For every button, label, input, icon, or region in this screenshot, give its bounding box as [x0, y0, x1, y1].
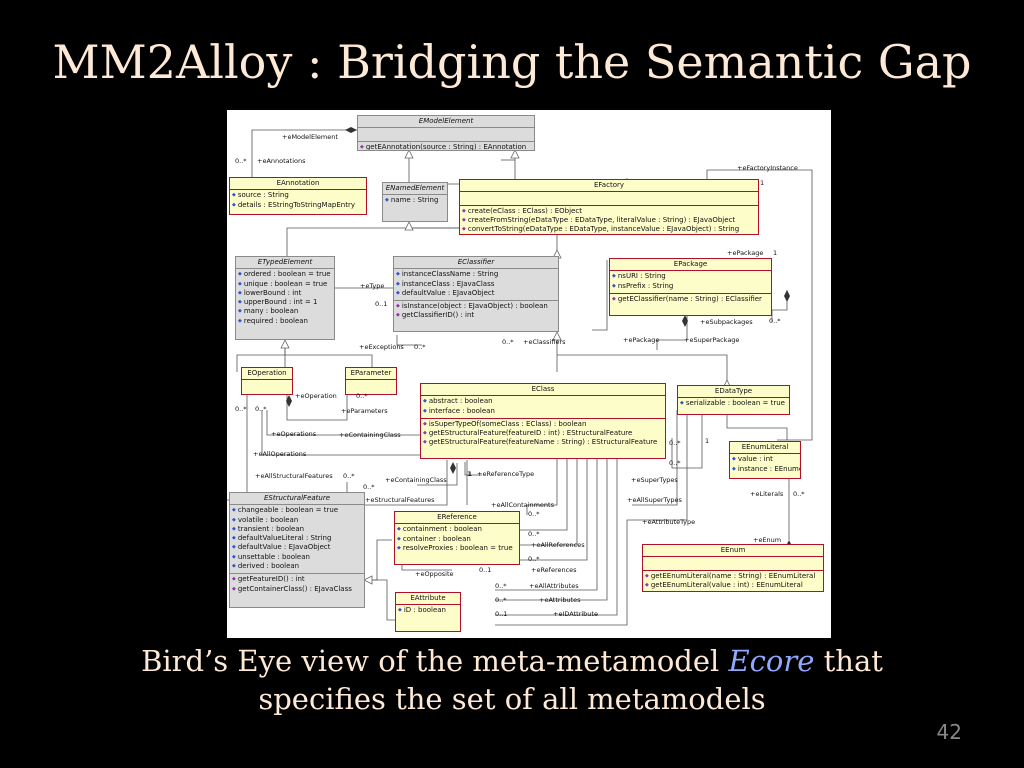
assoc-label: +eIDAttribute: [553, 610, 598, 618]
class-edatatype: EDataType serializable : boolean = true: [677, 385, 790, 415]
assoc-label: +eLiterals: [750, 490, 784, 498]
assoc-label: 0..*: [495, 596, 507, 604]
caption-line2: specifies the set of all metamodels: [258, 682, 766, 716]
assoc-label: 0..*: [235, 157, 247, 165]
assoc-label: 0..*: [356, 392, 368, 400]
assoc-label: +eSuperTypes: [631, 476, 678, 484]
assoc-label: 0..*: [495, 582, 507, 590]
assoc-label: 0..*: [528, 510, 540, 518]
assoc-label: +eAttributeType: [642, 518, 696, 526]
class-name: EAnnotation: [230, 178, 366, 191]
class-ereference: EReference containment : boolean contain…: [394, 511, 520, 565]
caption-text: that: [814, 644, 883, 678]
assoc-label: +eExceptions: [359, 343, 404, 351]
assoc-label: +eReferenceType: [477, 470, 535, 478]
class-efactory: EFactory create(eClass : EClass) : EObje…: [459, 179, 759, 235]
assoc-label: +eOperation: [295, 392, 337, 400]
assoc-label: +eContainingClass: [385, 476, 447, 484]
assoc-label: 0..*: [235, 405, 247, 413]
assoc-label: +eModelElement: [282, 133, 338, 141]
assoc-label: 0..*: [528, 555, 540, 563]
assoc-label: 0..*: [793, 490, 805, 498]
assoc-label: +eAllStructuralFeatures: [255, 472, 333, 480]
assoc-label: +ePackage: [727, 249, 764, 257]
assoc-label: 0..1: [479, 566, 492, 574]
class-name: EParameter: [346, 368, 396, 381]
class-name: EFactory: [460, 180, 758, 193]
assoc-label: +eAllSuperTypes: [627, 496, 682, 504]
class-eenum: EEnum getEEnumLiteral(name : String) : E…: [642, 544, 824, 592]
assoc-label: +eClassifiers: [523, 338, 566, 346]
assoc-label: 0..*: [769, 317, 781, 325]
assoc-label: 1: [773, 249, 778, 257]
assoc-label: +eFactoryInstance: [737, 164, 798, 172]
ecore-class-diagram: EModelElement getEAnnotation(source : St…: [227, 110, 831, 638]
caption-emphasis: Ecore: [728, 644, 815, 678]
class-eclassifier: EClassifier instanceClassName : String i…: [393, 256, 559, 332]
class-emodelelement: EModelElement getEAnnotation(source : St…: [357, 115, 535, 151]
class-estructuralfeature: EStructuralFeature changeable : boolean …: [229, 492, 365, 608]
class-enamedelement: ENamedElement name : String: [382, 182, 448, 222]
class-etypedelement: ETypedElement ordered : boolean = true u…: [235, 256, 335, 340]
class-name: EStructuralFeature: [230, 493, 364, 506]
assoc-label: 0..*: [414, 343, 426, 351]
assoc-label: 0..*: [669, 439, 681, 447]
class-name: EClass: [421, 384, 665, 397]
assoc-label: 1: [467, 470, 472, 478]
assoc-label: +eSuperPackage: [684, 336, 740, 344]
slide-caption: Bird’s Eye view of the meta-metamodel Ec…: [0, 642, 1024, 718]
assoc-label: +eAllContainments: [491, 501, 554, 509]
assoc-label: 0..1: [495, 610, 508, 618]
assoc-label: +eReferences: [531, 566, 577, 574]
assoc-label: 1: [468, 470, 473, 478]
class-epackage: EPackage nsURI : String nsPrefix : Strin…: [609, 258, 772, 316]
class-name: EReference: [395, 512, 519, 525]
assoc-label: 1: [705, 437, 710, 445]
assoc-label: +eOperations: [271, 430, 317, 438]
class-name: EPackage: [610, 259, 771, 272]
assoc-label: +eContainingClass: [339, 431, 401, 439]
class-name: EOperation: [242, 368, 292, 381]
class-eannotation: EAnnotation source : String details : ES…: [229, 177, 367, 215]
class-name: EDataType: [678, 386, 789, 399]
class-eclass: EClass abstract : boolean interface : bo…: [420, 383, 666, 459]
assoc-label: +eAllReferences: [531, 541, 585, 549]
assoc-label: +eType: [360, 282, 385, 290]
assoc-label: +eSubpackages: [700, 318, 753, 326]
assoc-label: +eEnum: [753, 536, 782, 544]
assoc-label: 0..*: [502, 338, 514, 346]
assoc-label: +eAttributes: [539, 596, 581, 604]
assoc-label: 0..1: [375, 300, 388, 308]
class-eoperation: EOperation: [241, 367, 293, 395]
class-name: EClassifier: [394, 257, 558, 270]
slide-title: MM2Alloy : Bridging the Semantic Gap: [52, 35, 972, 89]
class-eattribute: EAttribute iD : boolean: [395, 592, 461, 632]
class-eparameter: EParameter: [345, 367, 397, 395]
assoc-label: +eStructuralFeatures: [365, 496, 435, 504]
assoc-label: 0..*: [528, 530, 540, 538]
class-name: EModelElement: [358, 116, 534, 129]
assoc-label: +eAllAttributes: [529, 582, 579, 590]
assoc-label: +eOpposite: [415, 570, 454, 578]
assoc-label: 1: [760, 179, 765, 187]
class-name: ETypedElement: [236, 257, 334, 270]
assoc-label: +eParameters: [341, 407, 388, 415]
assoc-label: 0..*: [255, 405, 267, 413]
assoc-label: +eAnnotations: [257, 157, 306, 165]
assoc-label: 0..*: [669, 459, 681, 467]
assoc-label: +ePackage: [623, 336, 660, 344]
class-name: EAttribute: [396, 593, 460, 606]
assoc-label: 0..*: [343, 472, 355, 480]
class-name: ENamedElement: [383, 183, 447, 196]
class-eenumliteral: EEnumLiteral value : int instance : EEnu…: [729, 441, 801, 479]
class-name: EEnumLiteral: [730, 442, 800, 455]
page-number: 42: [936, 720, 962, 744]
caption-text: Bird’s Eye view of the meta-metamodel: [141, 644, 729, 678]
class-name: EEnum: [643, 545, 823, 558]
assoc-label: +eAllOperations: [253, 450, 307, 458]
assoc-label: 0..*: [363, 483, 375, 491]
